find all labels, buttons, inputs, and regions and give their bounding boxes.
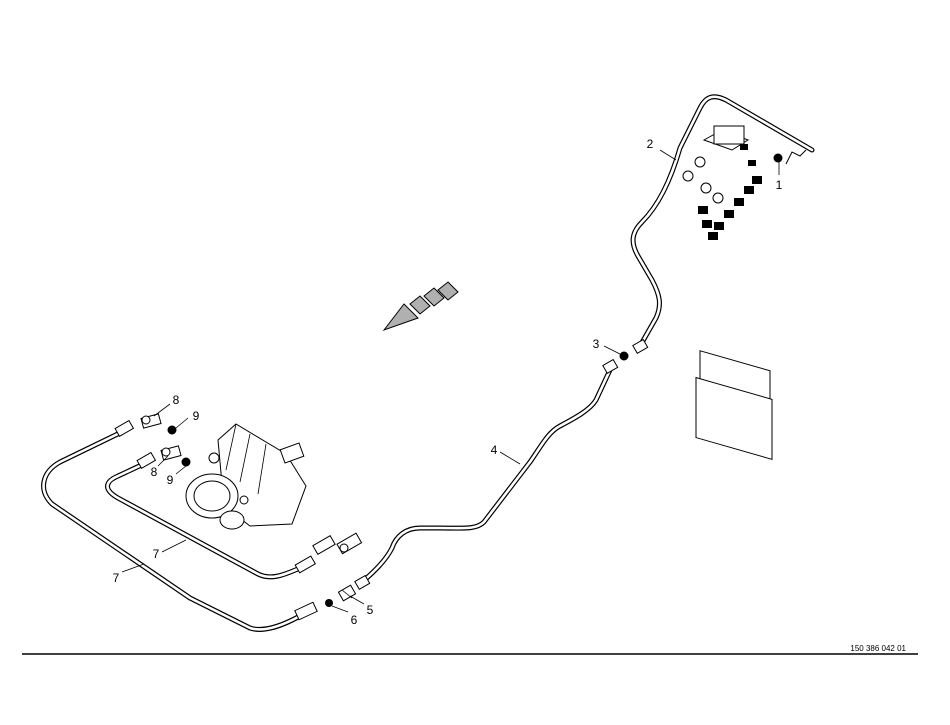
callout-3: 3 — [593, 337, 600, 351]
hose-fitting-inner-left — [136, 451, 157, 470]
fitting-1 — [773, 153, 783, 163]
elbow-fitting-8-lower — [160, 445, 182, 461]
callout-9-lower: 9 — [167, 473, 174, 487]
callout-7-outer: 7 — [113, 571, 120, 585]
hose-fitting-outer-left — [114, 419, 135, 438]
callout-8-upper: 8 — [173, 393, 180, 407]
hose-fitting-inner-right — [294, 555, 316, 574]
hose-fitting-outer-right — [294, 601, 318, 621]
callout-5: 5 — [367, 603, 374, 617]
callout-8-lower: 8 — [151, 465, 158, 479]
direction-arrow — [382, 281, 459, 332]
coupling-3 — [602, 338, 649, 375]
seal-ring-6 — [325, 599, 333, 607]
control-valve-block — [682, 125, 807, 461]
seal-9-lower — [181, 457, 191, 467]
callout-7-inner: 7 — [153, 547, 160, 561]
callout-6: 6 — [351, 613, 358, 627]
callout-2: 2 — [647, 137, 654, 151]
leader-lines — [121, 149, 780, 613]
hose-7-outer — [41, 427, 303, 632]
callout-1: 1 — [776, 178, 783, 192]
callout-9-upper: 9 — [193, 409, 200, 423]
reference-number: 150 386 042 01 — [850, 644, 906, 653]
callout-4: 4 — [491, 443, 498, 457]
valve-spools — [682, 144, 762, 240]
pipe-2 — [630, 94, 815, 349]
coupling-5 — [337, 574, 371, 602]
hose-7-inner — [105, 459, 303, 580]
pipe-4 — [359, 367, 613, 585]
loose-fittings — [312, 532, 363, 556]
hydraulic-pump — [185, 423, 307, 530]
elbow-fitting-8-upper — [140, 413, 162, 429]
seal-9-upper — [167, 425, 177, 435]
